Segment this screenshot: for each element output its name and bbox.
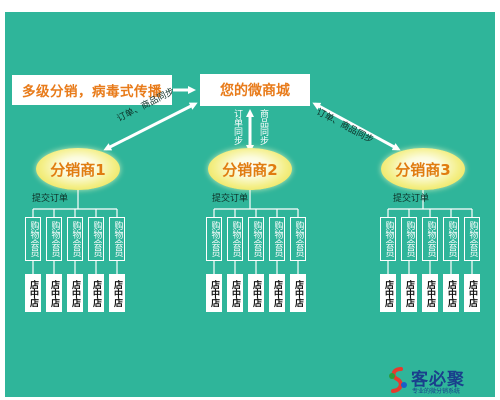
member-box: 购物会员 — [109, 217, 125, 261]
store-box: 店中店 — [290, 274, 306, 312]
store-box: 店中店 — [88, 274, 104, 312]
member-label: 购物会员 — [28, 221, 39, 257]
store-label: 店中店 — [293, 279, 303, 307]
member-box: 购物会员 — [443, 217, 459, 261]
member-box: 购物会员 — [269, 217, 285, 261]
member-label: 购物会员 — [293, 221, 304, 257]
member-label: 购物会员 — [230, 221, 241, 257]
sync-label-center-order: 订单同步 — [232, 109, 242, 145]
store-label: 店中店 — [112, 279, 122, 307]
member-label: 购物会员 — [91, 221, 102, 257]
member-label: 购物会员 — [251, 221, 262, 257]
member-box: 购物会员 — [401, 217, 417, 261]
store-label: 店中店 — [404, 279, 414, 307]
member-label: 购物会员 — [209, 221, 220, 257]
diagram-canvas: 多级分销，病毒式传播 您的微商城 订单、商品同步 订单、商品同步 订单同步 商品… — [5, 12, 495, 397]
logo-tagline: 专业的微分销系统 — [412, 388, 461, 395]
member-label: 购物会员 — [404, 221, 415, 257]
member-label: 购物会员 — [49, 221, 60, 257]
store-label: 店中店 — [425, 279, 435, 307]
distributor-1-label: 分销商1 — [50, 160, 106, 179]
order-label-1: 提交订单 — [32, 194, 69, 204]
mall-title: 您的微商城 — [220, 83, 290, 99]
store-box: 店中店 — [25, 274, 41, 312]
member-box: 购物会员 — [290, 217, 306, 261]
store-box: 店中店 — [109, 274, 125, 312]
store-label: 店中店 — [70, 279, 80, 307]
mall-box: 您的微商城 — [200, 74, 310, 106]
logo-name: 客必聚 — [411, 370, 465, 390]
member-box: 购物会员 — [46, 217, 62, 261]
member-box: 购物会员 — [227, 217, 243, 261]
sync-label-center-goods: 商品同步 — [258, 109, 268, 145]
store-label: 店中店 — [446, 279, 456, 307]
store-box: 店中店 — [401, 274, 417, 312]
store-label: 店中店 — [467, 279, 477, 307]
store-box: 店中店 — [248, 274, 264, 312]
member-label: 购物会员 — [446, 221, 457, 257]
store-box: 店中店 — [67, 274, 83, 312]
order-label-2: 提交订单 — [212, 194, 249, 204]
distributor-2: 分销商2 — [208, 148, 292, 190]
member-label: 购物会员 — [272, 221, 283, 257]
member-box: 购物会员 — [206, 217, 222, 261]
member-label: 购物会员 — [383, 221, 394, 257]
store-label: 店中店 — [209, 279, 219, 307]
distributor-3: 分销商3 — [381, 148, 465, 190]
member-box: 购物会员 — [67, 217, 83, 261]
store-label: 店中店 — [230, 279, 240, 307]
member-label: 购物会员 — [112, 221, 123, 257]
member-box: 购物会员 — [464, 217, 480, 261]
store-label: 店中店 — [251, 279, 261, 307]
store-label: 店中店 — [383, 279, 393, 307]
store-label: 店中店 — [28, 279, 38, 307]
store-label: 店中店 — [272, 279, 282, 307]
sync-arrow-left — [103, 102, 198, 151]
store-box: 店中店 — [206, 274, 222, 312]
distributor-3-label: 分销商3 — [395, 160, 451, 179]
member-box: 购物会员 — [248, 217, 264, 261]
logo-mark-icon — [389, 367, 407, 393]
order-label-3: 提交订单 — [393, 194, 430, 204]
connector-lines — [32, 86, 473, 274]
store-box: 店中店 — [464, 274, 480, 312]
member-label: 购物会员 — [425, 221, 436, 257]
slogan-text: 多级分销，病毒式传播 — [22, 84, 162, 100]
slogan-box: 多级分销，病毒式传播 — [12, 75, 172, 105]
member-box: 购物会员 — [422, 217, 438, 261]
store-box: 店中店 — [269, 274, 285, 312]
store-label: 店中店 — [91, 279, 101, 307]
member-label: 购物会员 — [70, 221, 81, 257]
store-box: 店中店 — [422, 274, 438, 312]
member-label: 购物会员 — [467, 221, 478, 257]
store-box: 店中店 — [227, 274, 243, 312]
store-label: 店中店 — [49, 279, 59, 307]
distributor-2-label: 分销商2 — [222, 160, 278, 179]
member-box: 购物会员 — [88, 217, 104, 261]
brand-logo: 客必聚 专业的微分销系统 — [387, 364, 495, 397]
store-box: 店中店 — [380, 274, 396, 312]
store-box: 店中店 — [46, 274, 62, 312]
member-box: 购物会员 — [25, 217, 41, 261]
sync-arrow-right — [312, 102, 401, 151]
store-box: 店中店 — [443, 274, 459, 312]
member-box: 购物会员 — [380, 217, 396, 261]
distributor-1: 分销商1 — [36, 148, 120, 190]
